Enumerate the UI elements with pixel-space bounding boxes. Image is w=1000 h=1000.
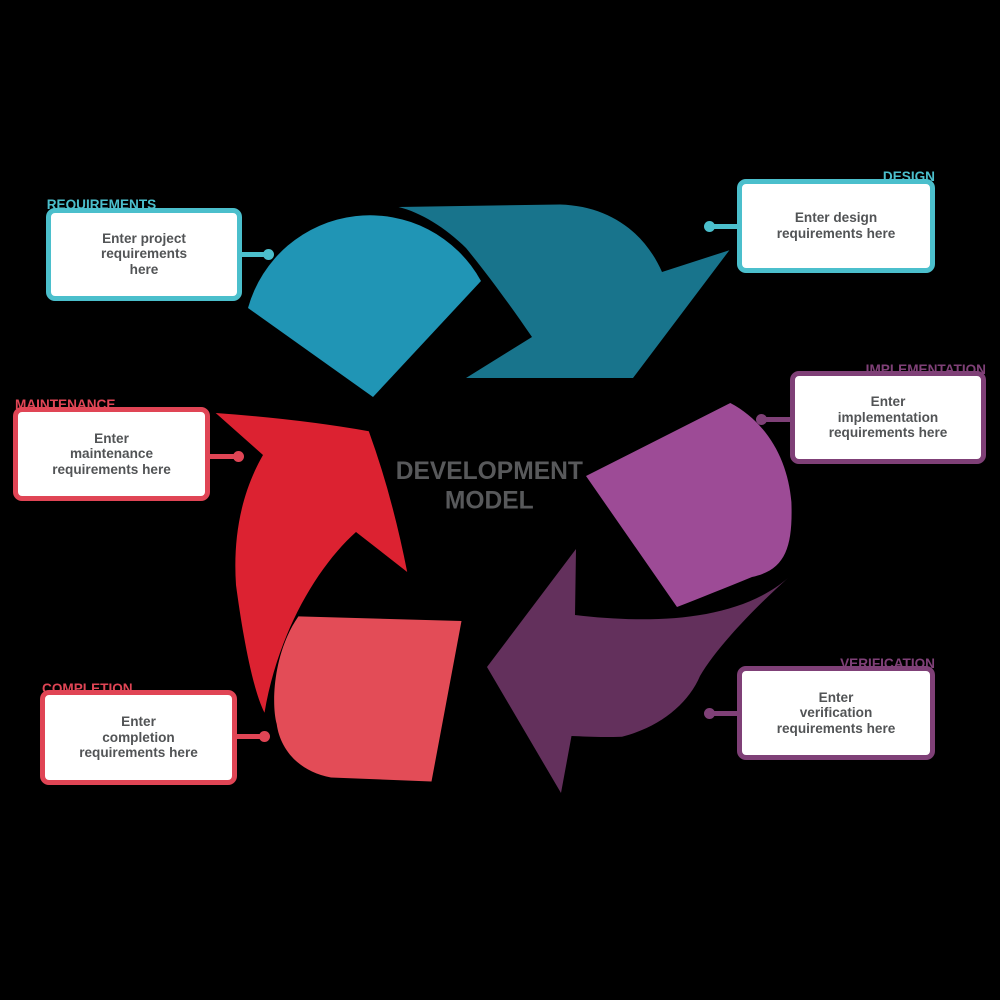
svg-text:DEVELOPMENT: DEVELOPMENT <box>396 458 583 485</box>
svg-text:MODEL: MODEL <box>445 488 534 515</box>
